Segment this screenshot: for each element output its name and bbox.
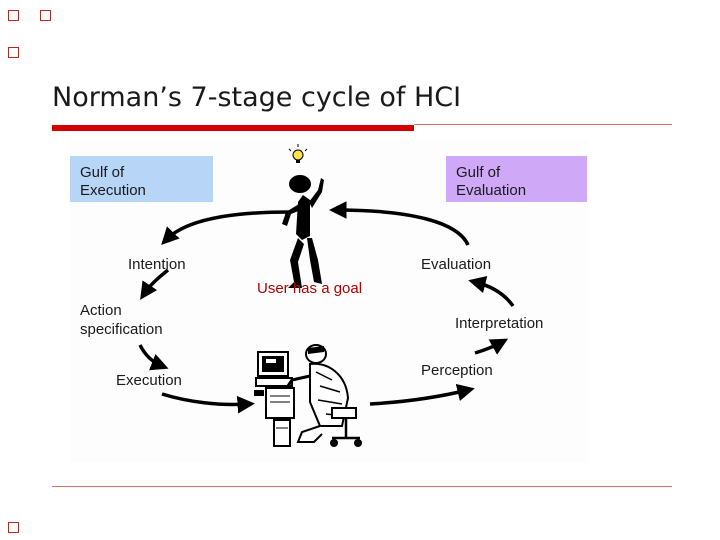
stage-action-specification-line2: specification <box>80 321 163 338</box>
stage-action-specification-line1: Action <box>80 302 122 319</box>
title-rule-thin <box>414 124 672 125</box>
gulf-evaluation-line1: Gulf of <box>456 164 501 181</box>
stage-perception: Perception <box>421 362 493 379</box>
title-rule-thick <box>52 125 414 131</box>
user-at-computer-icon <box>254 344 362 447</box>
arrow-execution-to-system <box>161 392 255 414</box>
norman-cycle-diagram: Gulf of Execution Gulf of Evaluation Use… <box>70 140 588 462</box>
gulf-evaluation-line2: Evaluation <box>456 182 527 199</box>
cycle-arrows <box>138 144 515 447</box>
arrow-goal-to-intention <box>161 210 291 246</box>
arrow-system-to-perception <box>369 383 475 406</box>
arrow-action-to-execution <box>138 344 169 371</box>
corner-square-icon <box>8 47 19 58</box>
arrow-perception-to-interpretation <box>474 338 509 355</box>
stage-interpretation: Interpretation <box>455 315 544 332</box>
footer-rule <box>52 486 672 487</box>
gulf-execution-line1: Gulf of <box>80 164 125 181</box>
stage-execution: Execution <box>116 372 182 389</box>
gulf-of-execution-box: Gulf of Execution <box>70 156 213 202</box>
stage-intention: Intention <box>128 256 186 273</box>
corner-square-icon <box>8 522 19 533</box>
gulf-of-evaluation-box: Gulf of Evaluation <box>446 156 587 202</box>
slide-title: Norman’s 7-stage cycle of HCI <box>52 82 462 113</box>
corner-square-icon <box>8 10 19 21</box>
lightbulb-icon <box>288 144 308 163</box>
arrow-intention-to-action <box>140 268 170 300</box>
thinking-person-icon <box>282 175 324 288</box>
arrow-evaluation-to-goal <box>329 201 470 246</box>
corner-square-icon <box>40 10 51 21</box>
arrow-interpretation-to-evaluation <box>468 276 515 308</box>
stage-evaluation: Evaluation <box>421 256 492 273</box>
gulf-execution-line2: Execution <box>80 182 146 199</box>
stage-goal: User has a goal <box>257 280 363 297</box>
